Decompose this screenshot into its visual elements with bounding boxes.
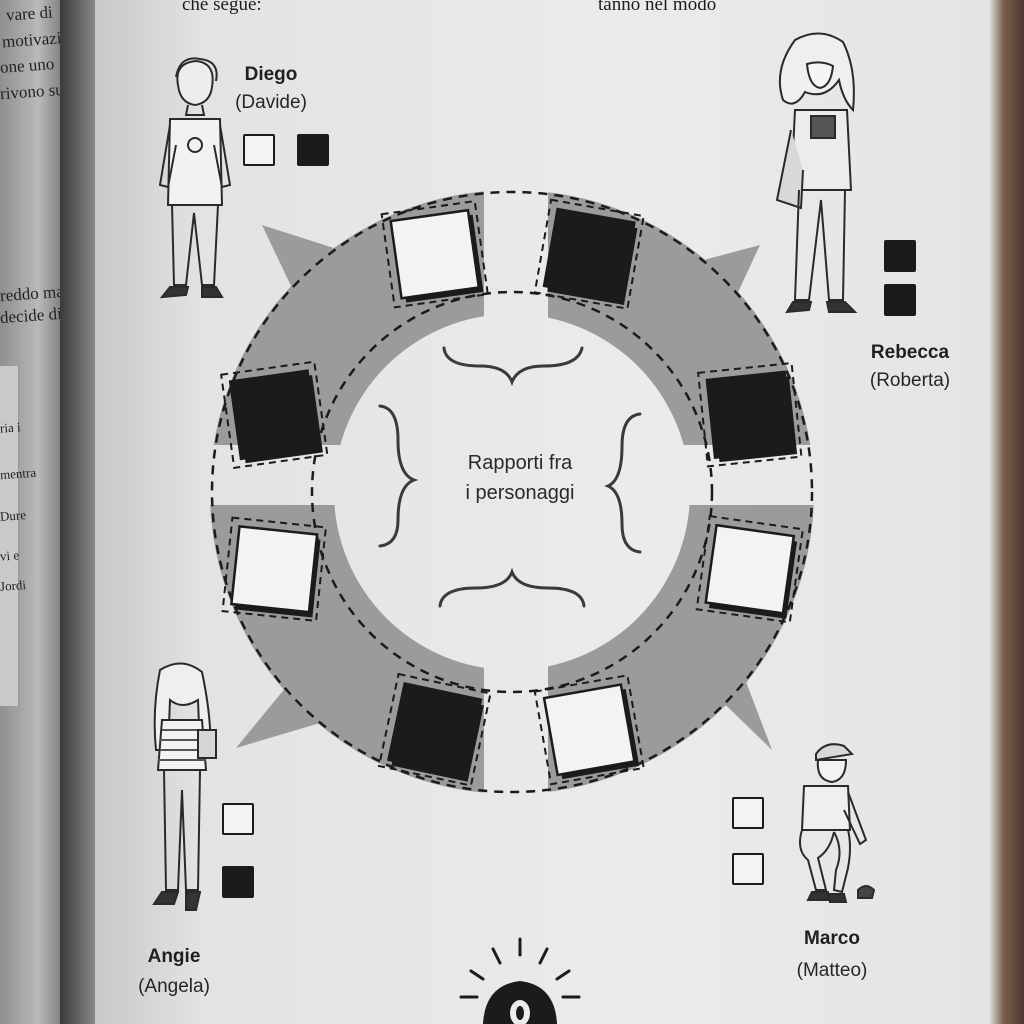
character-alias-rebecca: (Roberta)	[869, 370, 951, 391]
wheel-tile-white	[389, 208, 481, 300]
center-label-line2: i personaggi	[465, 482, 575, 504]
left-page-box	[0, 366, 19, 706]
wheel-tile-frame	[380, 200, 489, 309]
character-name-rebecca: Rebecca	[870, 342, 950, 363]
wheel-tile-black	[387, 682, 483, 778]
marco-illustration	[799, 743, 876, 903]
wheel-tile-white	[704, 523, 796, 615]
wheel-ring	[210, 190, 814, 794]
angie-chip-1	[222, 803, 254, 835]
wheel-tile	[533, 674, 645, 786]
wheel-tile-white	[542, 683, 636, 777]
angie-illustration	[152, 662, 217, 911]
wheel-tile	[533, 198, 645, 310]
intro-text-start: che segue:	[182, 0, 262, 15]
wheel-tile	[377, 672, 492, 787]
page-edge	[990, 0, 1024, 1024]
rebecca-chip-1	[884, 240, 916, 272]
brace-bottom	[438, 567, 586, 608]
idea-lamp-icon	[459, 937, 581, 1024]
wheel-tile-frame	[697, 361, 803, 468]
wheel-tile	[220, 360, 329, 469]
diego-chip-2	[297, 134, 329, 166]
wheel-tile-frame	[220, 360, 329, 469]
character-name-angie: Angie	[147, 946, 201, 967]
rebecca-chip-2	[884, 284, 916, 316]
character-name-marco: Marco	[804, 928, 860, 949]
character-name-diego: Diego	[244, 64, 298, 85]
marco-chip-1	[732, 797, 764, 829]
wheel-tile	[697, 361, 803, 468]
wheel-tile-frame	[533, 198, 645, 310]
intro-text-end: tanno nel modo	[598, 0, 717, 15]
inner-dashed-circle	[310, 290, 714, 694]
diego-chip-1	[243, 134, 275, 166]
wheel-tile	[221, 516, 327, 623]
wheel-tile	[380, 200, 489, 309]
wheel-tile-black	[228, 369, 320, 461]
brace-top	[442, 346, 584, 387]
angie-chip-2	[222, 866, 254, 898]
wheel-tile-frame	[377, 672, 492, 787]
diego-illustration	[158, 57, 232, 299]
left-page: vare di motivazio one uno rivono su redd…	[0, 0, 71, 1024]
character-alias-angie: (Angela)	[138, 976, 210, 997]
character-alias-diego: (Davide)	[235, 92, 307, 113]
wheel-tile-white	[229, 525, 319, 614]
wheel-tile-black	[705, 370, 795, 459]
wheel-tile-black	[542, 207, 636, 301]
wheel-tiles	[220, 198, 804, 787]
center-label-line1: Rapporti fra	[467, 452, 573, 474]
marco-chip-2	[732, 853, 764, 885]
outer-dashed-circle	[210, 190, 814, 794]
rebecca-illustration	[775, 32, 858, 314]
center-braces	[378, 346, 642, 608]
character-alias-marco: (Matteo)	[796, 960, 868, 981]
brace-left	[378, 404, 419, 548]
brace-right	[604, 412, 642, 554]
center-label: Rapporti fra i personaggi	[420, 448, 620, 508]
